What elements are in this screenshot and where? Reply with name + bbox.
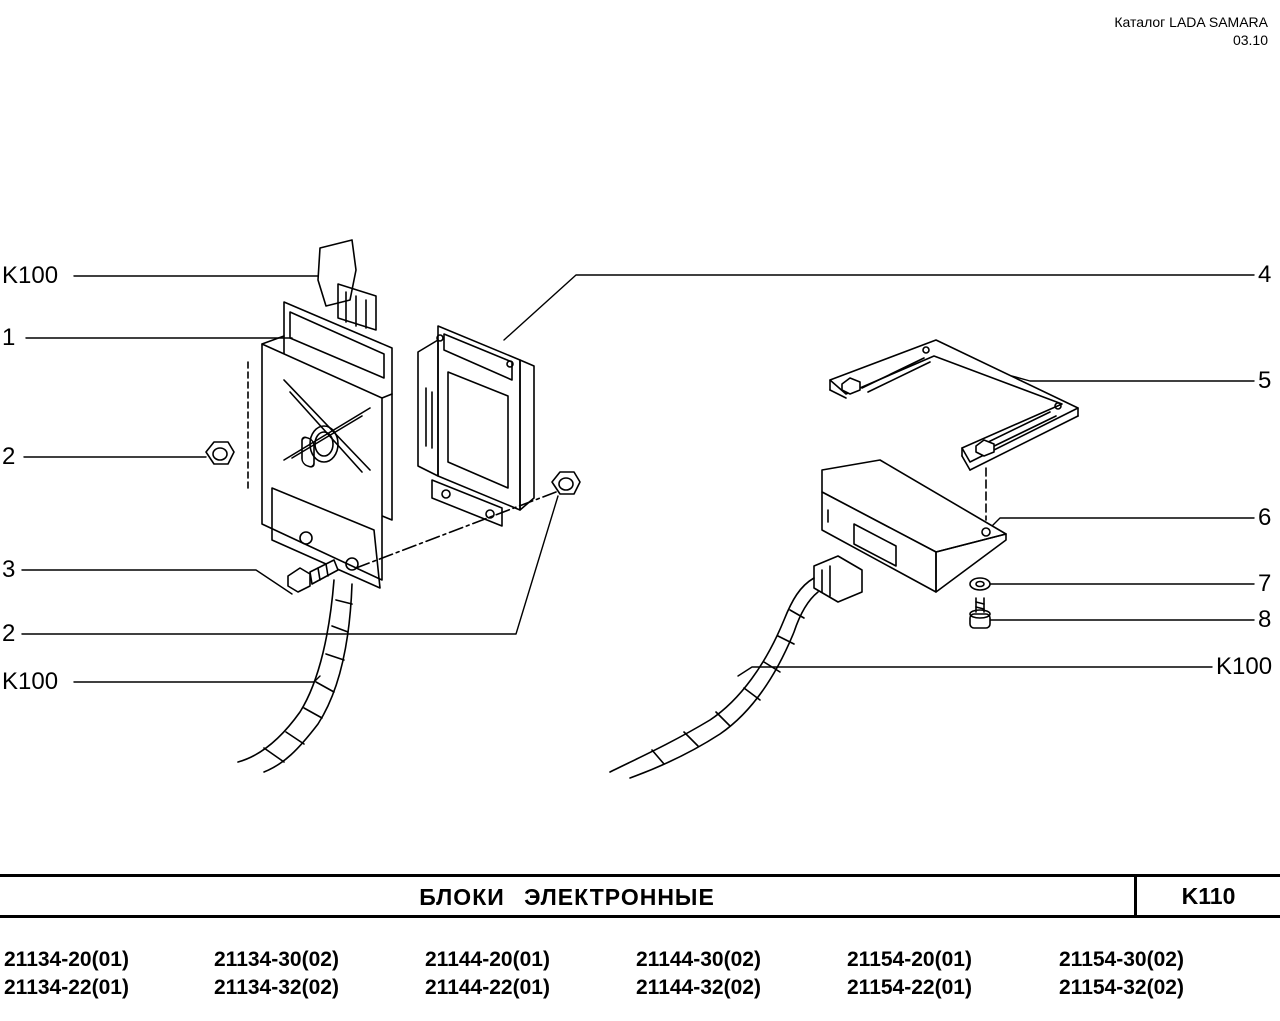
catalog-date: 03.10 <box>1232 32 1268 48</box>
exploded-parts-drawing <box>21 239 1255 779</box>
callout-k100-top: K100 <box>2 262 59 289</box>
model-code: 21144-22(01) <box>425 976 550 999</box>
nut-part-2-right <box>551 471 581 495</box>
model-column: 21154-30(02) 21154-32(02) <box>1059 946 1184 1002</box>
model-column: 21144-20(01) 21144-22(01) <box>425 946 550 1002</box>
bolt-part-3 <box>287 559 339 593</box>
title-bar: БЛОКИ ЭЛЕКТРОННЫЕ K110 <box>0 874 1280 918</box>
section-code: K110 <box>1181 883 1236 909</box>
callout-k100-left: K100 <box>2 668 59 695</box>
washer-part-7 <box>969 577 991 591</box>
model-code: 21134-22(01) <box>4 976 129 999</box>
callout-6: 6 <box>1258 504 1272 531</box>
model-code: 21144-32(02) <box>636 976 761 999</box>
callout-2-bottom: 2 <box>2 620 16 647</box>
model-code: 21154-32(02) <box>1059 976 1184 999</box>
callout-3: 3 <box>2 556 16 583</box>
callout-8: 8 <box>1258 606 1272 633</box>
callout-4: 4 <box>1258 261 1272 288</box>
model-code: 21134-30(02) <box>214 948 339 971</box>
model-code: 21134-20(01) <box>4 948 129 971</box>
control-unit-part-6 <box>821 459 1007 593</box>
ecu-part-4 <box>417 325 535 527</box>
bracket-part-5 <box>829 339 1079 521</box>
model-code: 21154-30(02) <box>1059 948 1184 971</box>
model-column: 21134-30(02) 21134-32(02) <box>214 946 339 1002</box>
callout-7: 7 <box>1258 570 1272 597</box>
callout-2-left: 2 <box>2 443 16 470</box>
model-code: 21154-22(01) <box>847 976 972 999</box>
model-code: 21154-20(01) <box>847 948 972 971</box>
leader-lines <box>21 274 1255 683</box>
callout-1: 1 <box>2 324 16 351</box>
title-divider <box>1134 877 1137 915</box>
callout-5: 5 <box>1258 367 1272 394</box>
catalog-title: Каталог LADA SAMARA <box>1114 14 1268 30</box>
nut-part-2-left <box>205 441 235 465</box>
bracket-part-1 <box>247 301 557 589</box>
section-title: БЛОКИ ЭЛЕКТРОННЫЕ <box>419 884 715 910</box>
model-code: 21144-20(01) <box>425 948 550 971</box>
connector-k100-top <box>317 239 377 331</box>
harness-k100-left <box>237 579 353 773</box>
model-code: 21144-30(02) <box>636 948 761 971</box>
model-column: 21154-20(01) 21154-22(01) <box>847 946 972 1002</box>
callout-k100-right: K100 <box>1216 653 1273 680</box>
model-column: 21144-30(02) 21144-32(02) <box>636 946 761 1002</box>
screw-part-8 <box>969 597 991 629</box>
model-column: 21134-20(01) 21134-22(01) <box>4 946 129 1002</box>
harness-k100-right <box>609 555 863 779</box>
model-code: 21134-32(02) <box>214 976 339 999</box>
